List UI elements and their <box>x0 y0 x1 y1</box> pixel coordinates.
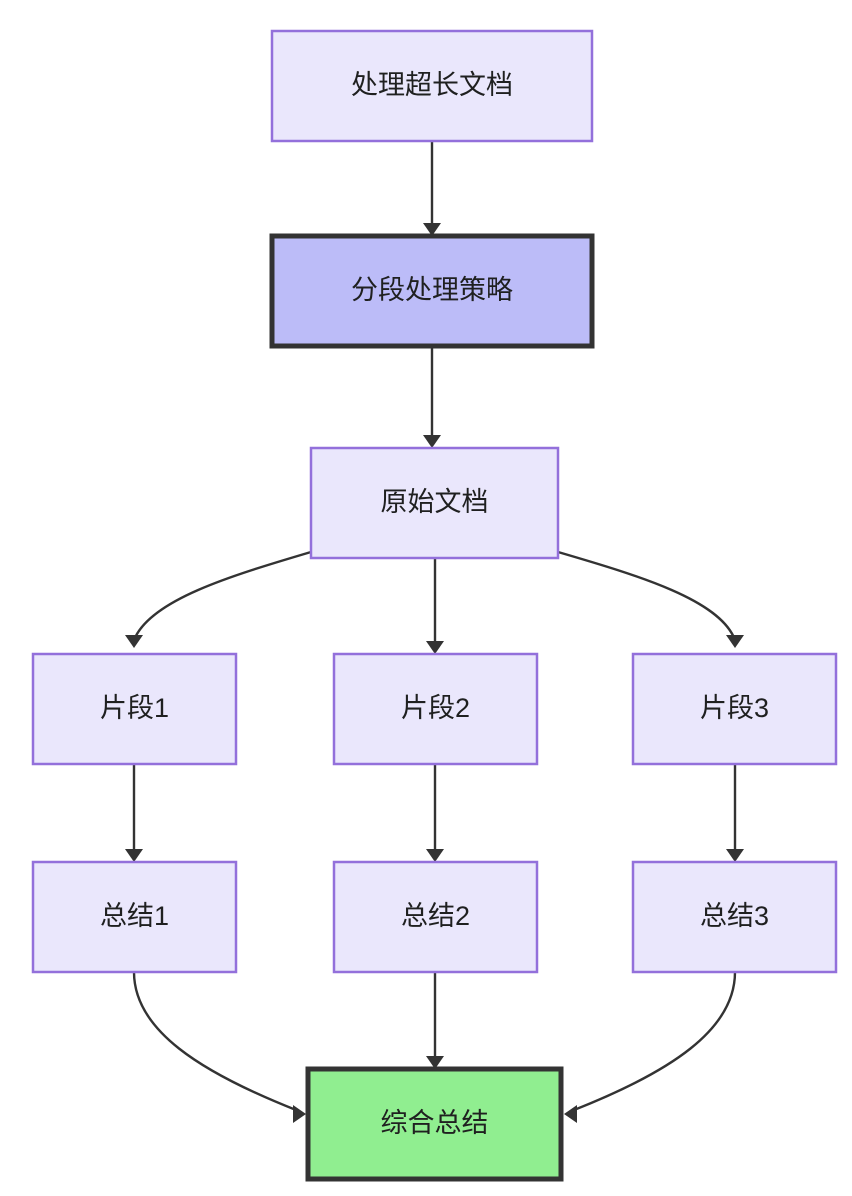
flow-edge-n9-to-n10 <box>564 971 737 1123</box>
flow-node-n9[interactable]: 总结3 <box>631 860 838 974</box>
edge-line <box>132 971 297 1112</box>
flow-node-n7[interactable]: 总结1 <box>31 860 238 974</box>
arrowhead-icon <box>726 849 744 862</box>
flow-edge-n7-to-n10 <box>132 971 306 1123</box>
flow-edge-n3-to-n6 <box>557 550 744 648</box>
arrowhead-icon <box>726 635 744 648</box>
node-box[interactable] <box>309 446 560 560</box>
node-label: 片段2 <box>401 693 470 723</box>
flow-edge-n6-to-n9 <box>726 764 744 862</box>
node-box[interactable] <box>631 860 838 974</box>
node-box[interactable] <box>332 652 539 766</box>
flow-edge-n5-to-n8 <box>426 764 444 862</box>
flow-node-n2[interactable]: 分段处理策略 <box>269 233 595 349</box>
node-box[interactable] <box>269 233 595 349</box>
arrowhead-icon <box>426 641 444 654</box>
node-label: 总结2 <box>401 901 470 931</box>
flow-node-n3[interactable]: 原始文档 <box>309 446 560 560</box>
arrowhead-icon <box>125 849 143 862</box>
flow-edge-n8-to-n10 <box>426 972 444 1069</box>
arrowhead-icon <box>293 1105 306 1123</box>
flow-node-n6[interactable]: 片段3 <box>631 652 838 766</box>
flow-edge-n4-to-n7 <box>125 764 143 862</box>
node-box[interactable] <box>305 1066 564 1182</box>
arrowhead-icon <box>125 635 143 648</box>
edge-line <box>557 550 737 641</box>
flow-node-n10[interactable]: 综合总结 <box>305 1066 564 1182</box>
edge-layer <box>125 141 744 1123</box>
flow-node-n5[interactable]: 片段2 <box>332 652 539 766</box>
node-box[interactable] <box>631 652 838 766</box>
node-box[interactable] <box>31 652 238 766</box>
flow-edge-n3-to-n5 <box>426 558 444 654</box>
edge-line <box>132 550 312 641</box>
flow-edge-n3-to-n4 <box>125 550 312 648</box>
flow-node-n4[interactable]: 片段1 <box>31 652 238 766</box>
node-label: 综合总结 <box>381 1108 489 1138</box>
node-label: 总结1 <box>100 901 169 931</box>
arrowhead-icon <box>426 1056 444 1069</box>
node-box[interactable] <box>332 860 539 974</box>
node-label: 片段3 <box>700 693 769 723</box>
flow-node-n1[interactable]: 处理超长文档 <box>270 29 594 143</box>
arrowhead-icon <box>423 435 441 448</box>
flow-node-n8[interactable]: 总结2 <box>332 860 539 974</box>
node-label: 处理超长文档 <box>351 70 513 100</box>
node-label: 片段1 <box>100 693 169 723</box>
flow-edge-n1-to-n2 <box>423 141 441 236</box>
arrowhead-icon <box>426 849 444 862</box>
node-box[interactable] <box>270 29 594 143</box>
arrowhead-icon <box>564 1105 577 1123</box>
node-label: 原始文档 <box>381 487 489 517</box>
edge-line <box>573 971 737 1112</box>
arrowhead-icon <box>423 223 441 236</box>
node-label: 总结3 <box>700 901 769 931</box>
node-label: 分段处理策略 <box>351 275 513 305</box>
flow-edge-n2-to-n3 <box>423 346 441 448</box>
node-box[interactable] <box>31 860 238 974</box>
